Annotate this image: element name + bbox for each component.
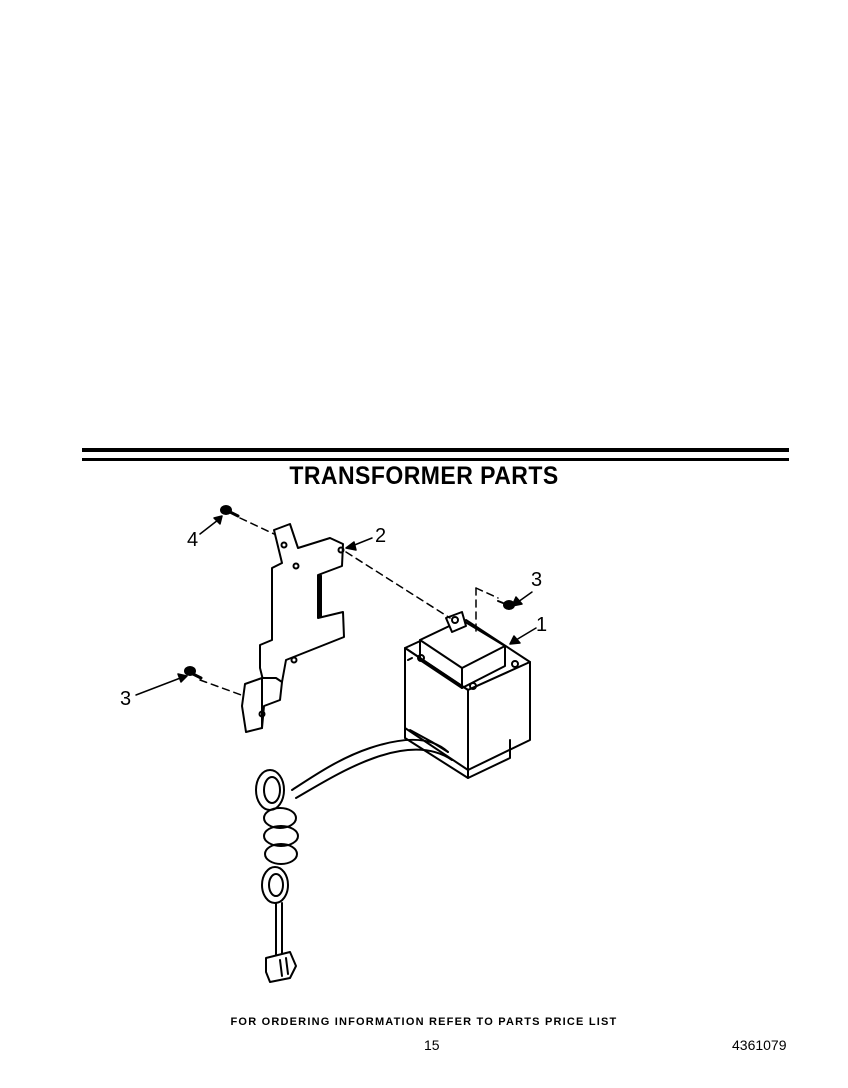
callout-3-left: 3 xyxy=(120,688,131,710)
alignment-lines xyxy=(199,517,499,697)
mounting-bracket xyxy=(241,523,345,733)
document-number: 4361079 xyxy=(732,1037,787,1053)
ordering-note: FOR ORDERING INFORMATION REFER TO PARTS … xyxy=(230,1016,618,1028)
screw-right xyxy=(497,600,515,610)
leader-lines xyxy=(135,515,537,696)
header-rule-thin xyxy=(82,458,789,461)
callout-4: 4 xyxy=(187,529,198,551)
transformer xyxy=(404,611,531,779)
screw-top xyxy=(220,505,240,518)
callout-3-right: 3 xyxy=(531,569,542,591)
callout-2: 2 xyxy=(375,525,386,547)
screw-left xyxy=(184,666,203,680)
page-title: TRANSFORMER PARTS xyxy=(289,462,559,490)
callout-1: 1 xyxy=(536,614,547,636)
page-number: 15 xyxy=(424,1037,440,1053)
power-cord xyxy=(255,729,453,983)
header-rule-thick xyxy=(82,448,789,452)
